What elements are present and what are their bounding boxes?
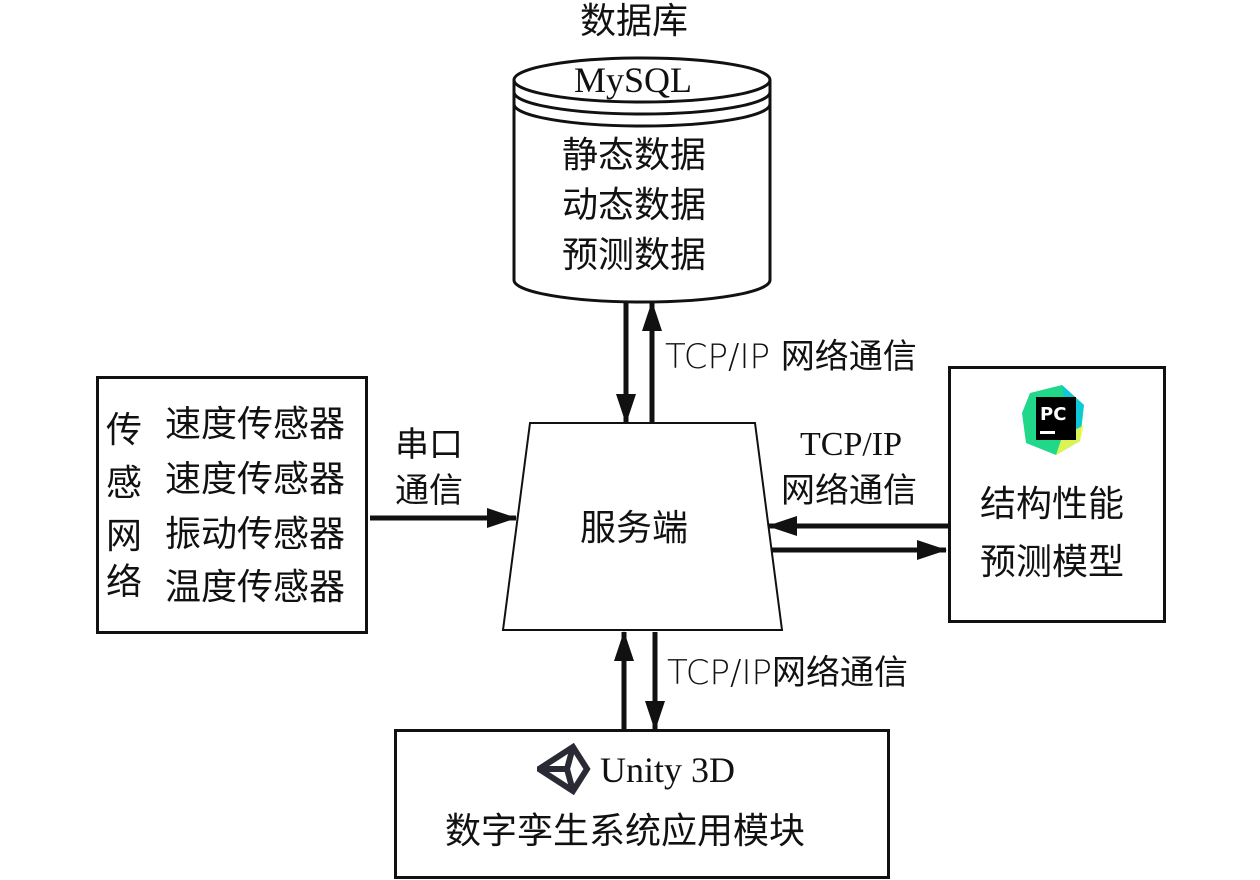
sensor-item: 振动传感器 — [165, 514, 346, 555]
sensor-group-label-char: 传 — [106, 410, 143, 451]
sensor-group-label-char: 络 — [106, 562, 143, 603]
database-engine: MySQL — [574, 60, 693, 100]
model-connection-label-line1: TCP/IP — [800, 426, 903, 463]
sensor-item: 速度传感器 — [165, 459, 346, 500]
database-item: 静态数据 — [562, 135, 707, 176]
database-item: 预测数据 — [562, 235, 707, 276]
unity-connection-text: TCP/IP网络通信 — [667, 653, 909, 693]
server-shape — [501, 422, 784, 631]
unity-connection-label: TCP/IP网络通信 — [667, 656, 908, 690]
database-caption: 数据库 — [580, 1, 689, 42]
unity-module-box — [394, 729, 890, 879]
model-label-line2: 预测模型 — [980, 542, 1125, 583]
unity-module-label: 数字孪生系统应用模块 — [445, 811, 806, 852]
db-server-connection-label: TCP/IP 网络通信 — [665, 340, 917, 374]
unity-title: Unity 3D — [600, 750, 735, 790]
serial-connection-label-line2: 通信 — [395, 471, 463, 511]
pycharm-icon: PC — [1022, 385, 1084, 455]
sensor-item: 速度传感器 — [165, 404, 346, 445]
database-item: 动态数据 — [562, 185, 707, 226]
sensor-group-label-char: 感 — [106, 463, 143, 504]
sensor-group-label-char: 网 — [106, 516, 143, 557]
db-server-connection-text: TCP/IP 网络通信 — [665, 337, 917, 377]
model-connection-label-line2: 网络通信 — [781, 471, 917, 511]
unity-icon — [537, 743, 591, 795]
model-label-line1: 结构性能 — [980, 484, 1125, 525]
pycharm-icon-text: PC — [1040, 404, 1066, 425]
prediction-model-box — [948, 366, 1166, 623]
serial-connection-label-line1: 串口 — [395, 425, 463, 465]
sensor-network-box — [96, 376, 368, 634]
sensor-item: 温度传感器 — [165, 567, 346, 608]
server-label: 服务端 — [580, 508, 689, 549]
